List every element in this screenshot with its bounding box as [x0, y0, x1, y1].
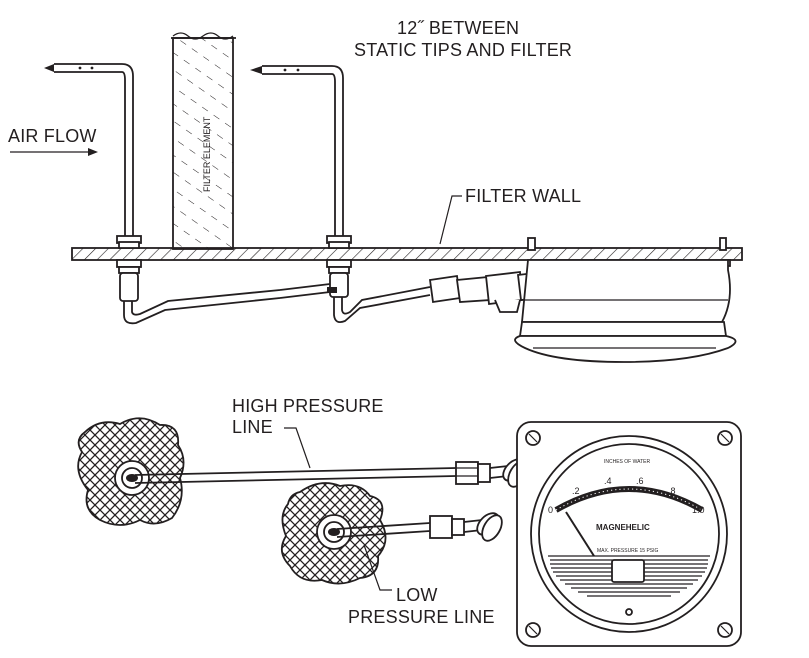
gauge-brand: MAGNEHELIC	[596, 523, 650, 532]
high-pressure-label-line2: LINE	[232, 417, 273, 437]
filter-wall-leader	[439, 195, 462, 245]
upstream-static-tip	[44, 63, 281, 325]
scale-label-3: .6	[636, 476, 644, 486]
gauge-units: INCHES OF WATER	[604, 459, 651, 465]
downstream-static-tip	[250, 65, 431, 324]
gauge-pointer	[565, 511, 595, 557]
low-pressure-label-line2: PRESSURE LINE	[348, 607, 495, 627]
distance-label-line2: STATIC TIPS AND FILTER	[354, 40, 572, 60]
filter-element: FILTER ELEMENT	[171, 32, 236, 250]
scale-label-5: 1.0	[692, 505, 705, 515]
low-pressure-leader	[363, 544, 392, 591]
low-pressure-duct-section	[280, 482, 387, 585]
low-pressure-label-line1: LOW	[396, 585, 438, 605]
scale-label-0: 0	[548, 505, 553, 515]
magnehelic-gauge: 0 .2 .4 .6 .8 1.0 INCHES OF WATER MAGNEH…	[516, 421, 742, 647]
high-pressure-leader	[284, 427, 311, 469]
gauge-max-pressure: MAX. PRESSURE 15 PSIG	[597, 548, 659, 554]
high-pressure-duct-section	[77, 417, 185, 526]
filter-element-label: FILTER ELEMENT	[202, 116, 212, 192]
scale-label-4: .8	[668, 486, 676, 496]
filter-wall-label: FILTER WALL	[465, 186, 581, 206]
scale-label-1: .2	[572, 486, 580, 496]
high-pressure-label-line1: HIGH PRESSURE	[232, 396, 384, 416]
filter-wall	[71, 247, 743, 261]
air-flow-label: AIR FLOW	[8, 126, 97, 146]
air-flow-arrow-icon	[10, 148, 98, 156]
scale-label-2: .4	[604, 476, 612, 486]
distance-label-line1: 12˝ BETWEEN	[397, 18, 519, 38]
low-pressure-line	[336, 512, 503, 542]
top-gauge-assembly	[428, 237, 737, 363]
